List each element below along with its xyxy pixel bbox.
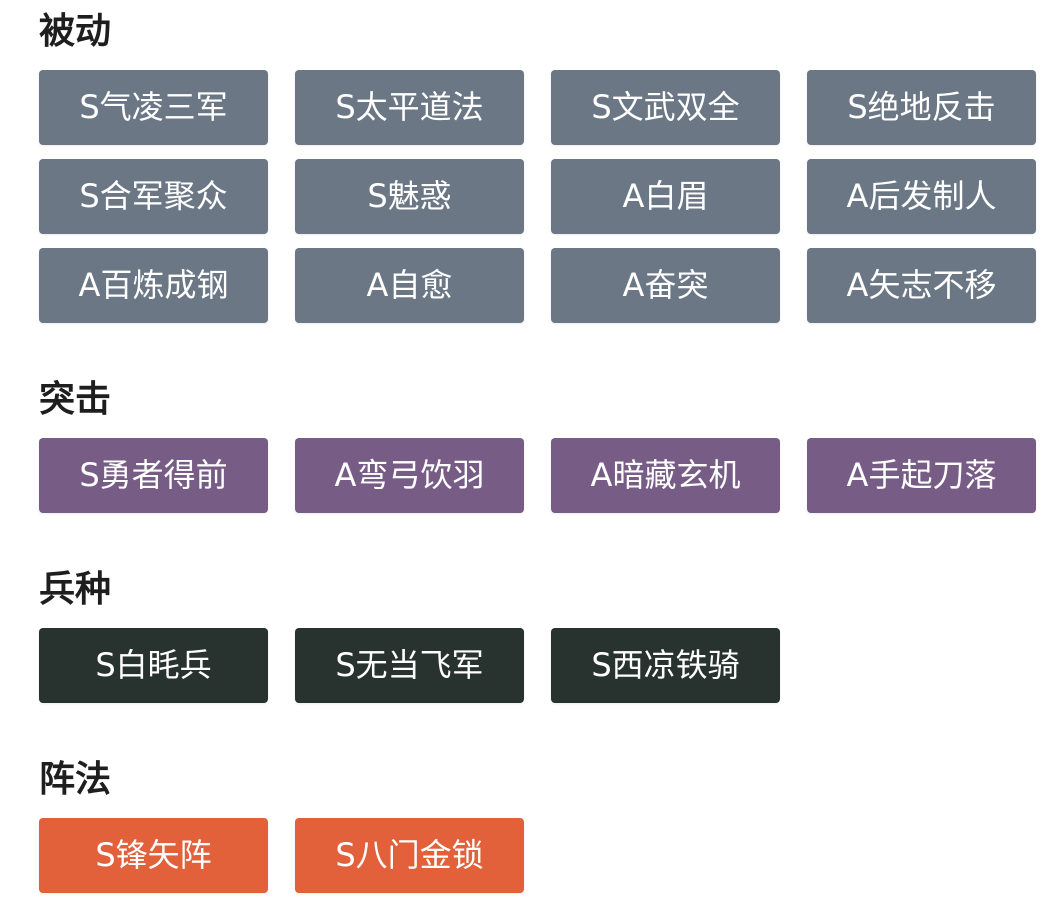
skill-button[interactable]: S气凌三军 <box>39 70 268 145</box>
skill-button[interactable]: S白眊兵 <box>39 628 268 703</box>
section-formation: 阵法 S锋矢阵 S八门金锁 <box>0 760 1061 900</box>
skill-button[interactable]: S勇者得前 <box>39 438 268 513</box>
skill-button[interactable]: A自愈 <box>295 248 524 323</box>
skill-button[interactable]: S无当飞军 <box>295 628 524 703</box>
skill-button[interactable]: A奋突 <box>551 248 780 323</box>
section-title-assault: 突击 <box>39 379 112 420</box>
skill-button[interactable]: A手起刀落 <box>807 438 1036 513</box>
skill-button[interactable]: A矢志不移 <box>807 248 1036 323</box>
skill-button[interactable]: S绝地反击 <box>807 70 1036 145</box>
skill-grid-passive: S气凌三军 S太平道法 S文武双全 S绝地反击 S合军聚众 S魅惑 A白眉 A后… <box>39 70 1036 323</box>
skill-button[interactable]: S锋矢阵 <box>39 818 268 893</box>
skill-button[interactable]: A白眉 <box>551 159 780 234</box>
skill-button[interactable]: S文武双全 <box>551 70 780 145</box>
skill-grid-troop: S白眊兵 S无当飞军 S西凉铁骑 <box>39 628 1036 703</box>
section-title-formation: 阵法 <box>39 759 112 800</box>
section-title-troop: 兵种 <box>39 569 112 610</box>
skill-button[interactable]: S太平道法 <box>295 70 524 145</box>
section-troop: 兵种 S白眊兵 S无当飞军 S西凉铁骑 <box>0 570 1061 710</box>
section-title-passive: 被动 <box>39 11 112 52</box>
skill-button[interactable]: S魅惑 <box>295 159 524 234</box>
skill-button[interactable]: A暗藏玄机 <box>551 438 780 513</box>
skill-grid-formation: S锋矢阵 S八门金锁 <box>39 818 1036 893</box>
section-assault: 突击 S勇者得前 A弯弓饮羽 A暗藏玄机 A手起刀落 <box>0 380 1061 520</box>
skill-button[interactable]: S西凉铁骑 <box>551 628 780 703</box>
skill-button[interactable]: S合军聚众 <box>39 159 268 234</box>
skill-grid-assault: S勇者得前 A弯弓饮羽 A暗藏玄机 A手起刀落 <box>39 438 1036 513</box>
skill-button[interactable]: A百炼成钢 <box>39 248 268 323</box>
section-passive: 被动 S气凌三军 S太平道法 S文武双全 S绝地反击 S合军聚众 S魅惑 A白眉… <box>0 12 1061 332</box>
skill-button[interactable]: A弯弓饮羽 <box>295 438 524 513</box>
skill-button[interactable]: S八门金锁 <box>295 818 524 893</box>
skill-button[interactable]: A后发制人 <box>807 159 1036 234</box>
